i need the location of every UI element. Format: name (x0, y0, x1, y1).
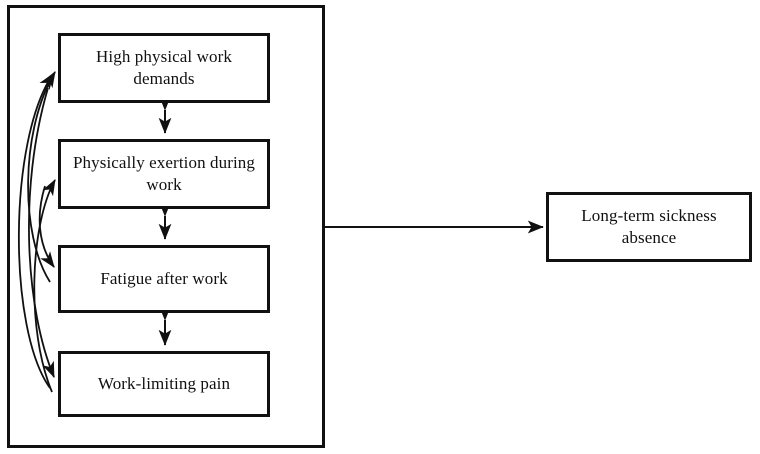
node-label-high-physical-work-demands: High physical work demands (96, 47, 232, 88)
node-high-physical-work-demands[interactable]: High physical work demands (58, 33, 270, 103)
connector-demands-to-pain-curve (28, 87, 55, 378)
connector-exertion-to-fatigue-curve (38, 185, 55, 268)
node-work-limiting-pain[interactable]: Work-limiting pain (58, 351, 270, 417)
work-related-factors-group-frame (7, 5, 325, 448)
node-label-physically-exertion-during-work: Physically exertion during work (72, 153, 255, 194)
node-label-work-limiting-pain: Work-limiting pain (97, 374, 231, 393)
node-fatigue-after-work[interactable]: Fatigue after work (58, 245, 270, 313)
node-physically-exertion-during-work[interactable]: Physically exertion during work (58, 139, 270, 209)
node-long-term-sickness-absence[interactable]: Long-term sickness absence (546, 192, 752, 262)
node-label-long-term-sickness-absence: Long-term sickness absence (581, 206, 717, 247)
connector-pain-to-demands-curve (18, 73, 54, 389)
node-label-fatigue-after-work: Fatigue after work (100, 269, 228, 288)
